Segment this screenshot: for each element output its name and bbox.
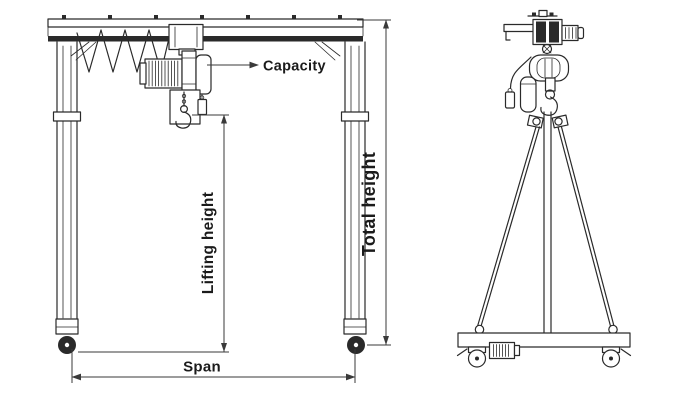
hoist-motor xyxy=(139,58,183,89)
festoon-cable xyxy=(76,29,171,73)
support-struts xyxy=(474,126,618,335)
right-leg xyxy=(340,41,370,354)
total-height-label: Total height xyxy=(359,152,379,256)
hook xyxy=(175,104,192,129)
side-trolley-motor xyxy=(561,24,585,42)
hoist-trolley xyxy=(168,23,204,67)
right-caster-wheel xyxy=(347,336,365,354)
side-view xyxy=(456,9,632,368)
caster-brake-lever xyxy=(456,348,468,357)
center-column xyxy=(543,111,552,334)
base-left-caster xyxy=(456,346,487,368)
hoist-control-box xyxy=(195,54,212,95)
side-trolley xyxy=(503,9,585,55)
hoist-body xyxy=(181,50,197,93)
span-label: Span xyxy=(183,359,221,376)
total-height-dimension xyxy=(357,19,391,346)
travel-motor xyxy=(488,341,521,360)
caster-brake-lever xyxy=(620,348,632,357)
base-right-caster xyxy=(601,346,632,368)
capacity-label: Capacity xyxy=(263,59,326,75)
load-chain xyxy=(181,91,187,107)
bridge-beam xyxy=(47,18,364,42)
lifting-height-dimension xyxy=(78,114,229,353)
height-adjustment-collar xyxy=(52,111,82,122)
side-hoist-body xyxy=(528,54,570,82)
electric-chain-hoist xyxy=(139,50,212,129)
side-hook xyxy=(540,77,558,116)
side-pendant-control xyxy=(504,56,532,109)
beam-clamp-hook xyxy=(505,30,511,41)
left-leg xyxy=(52,41,82,354)
span-dimension xyxy=(71,349,356,383)
front-view: Capacity Lifting height Total height xyxy=(47,15,391,383)
height-adjustment-collar xyxy=(340,111,370,122)
chain-container xyxy=(169,89,201,125)
strut-pivot-brackets xyxy=(526,114,569,129)
suspension-shackle xyxy=(541,43,553,55)
corner-gussets xyxy=(70,41,341,61)
beam-bolts xyxy=(62,15,342,19)
side-chain-container xyxy=(519,76,537,113)
capacity-leader-arrow xyxy=(207,61,259,69)
base-beam xyxy=(457,332,631,348)
lifting-height-label: Lifting height xyxy=(200,192,217,294)
left-caster-wheel xyxy=(58,336,76,354)
